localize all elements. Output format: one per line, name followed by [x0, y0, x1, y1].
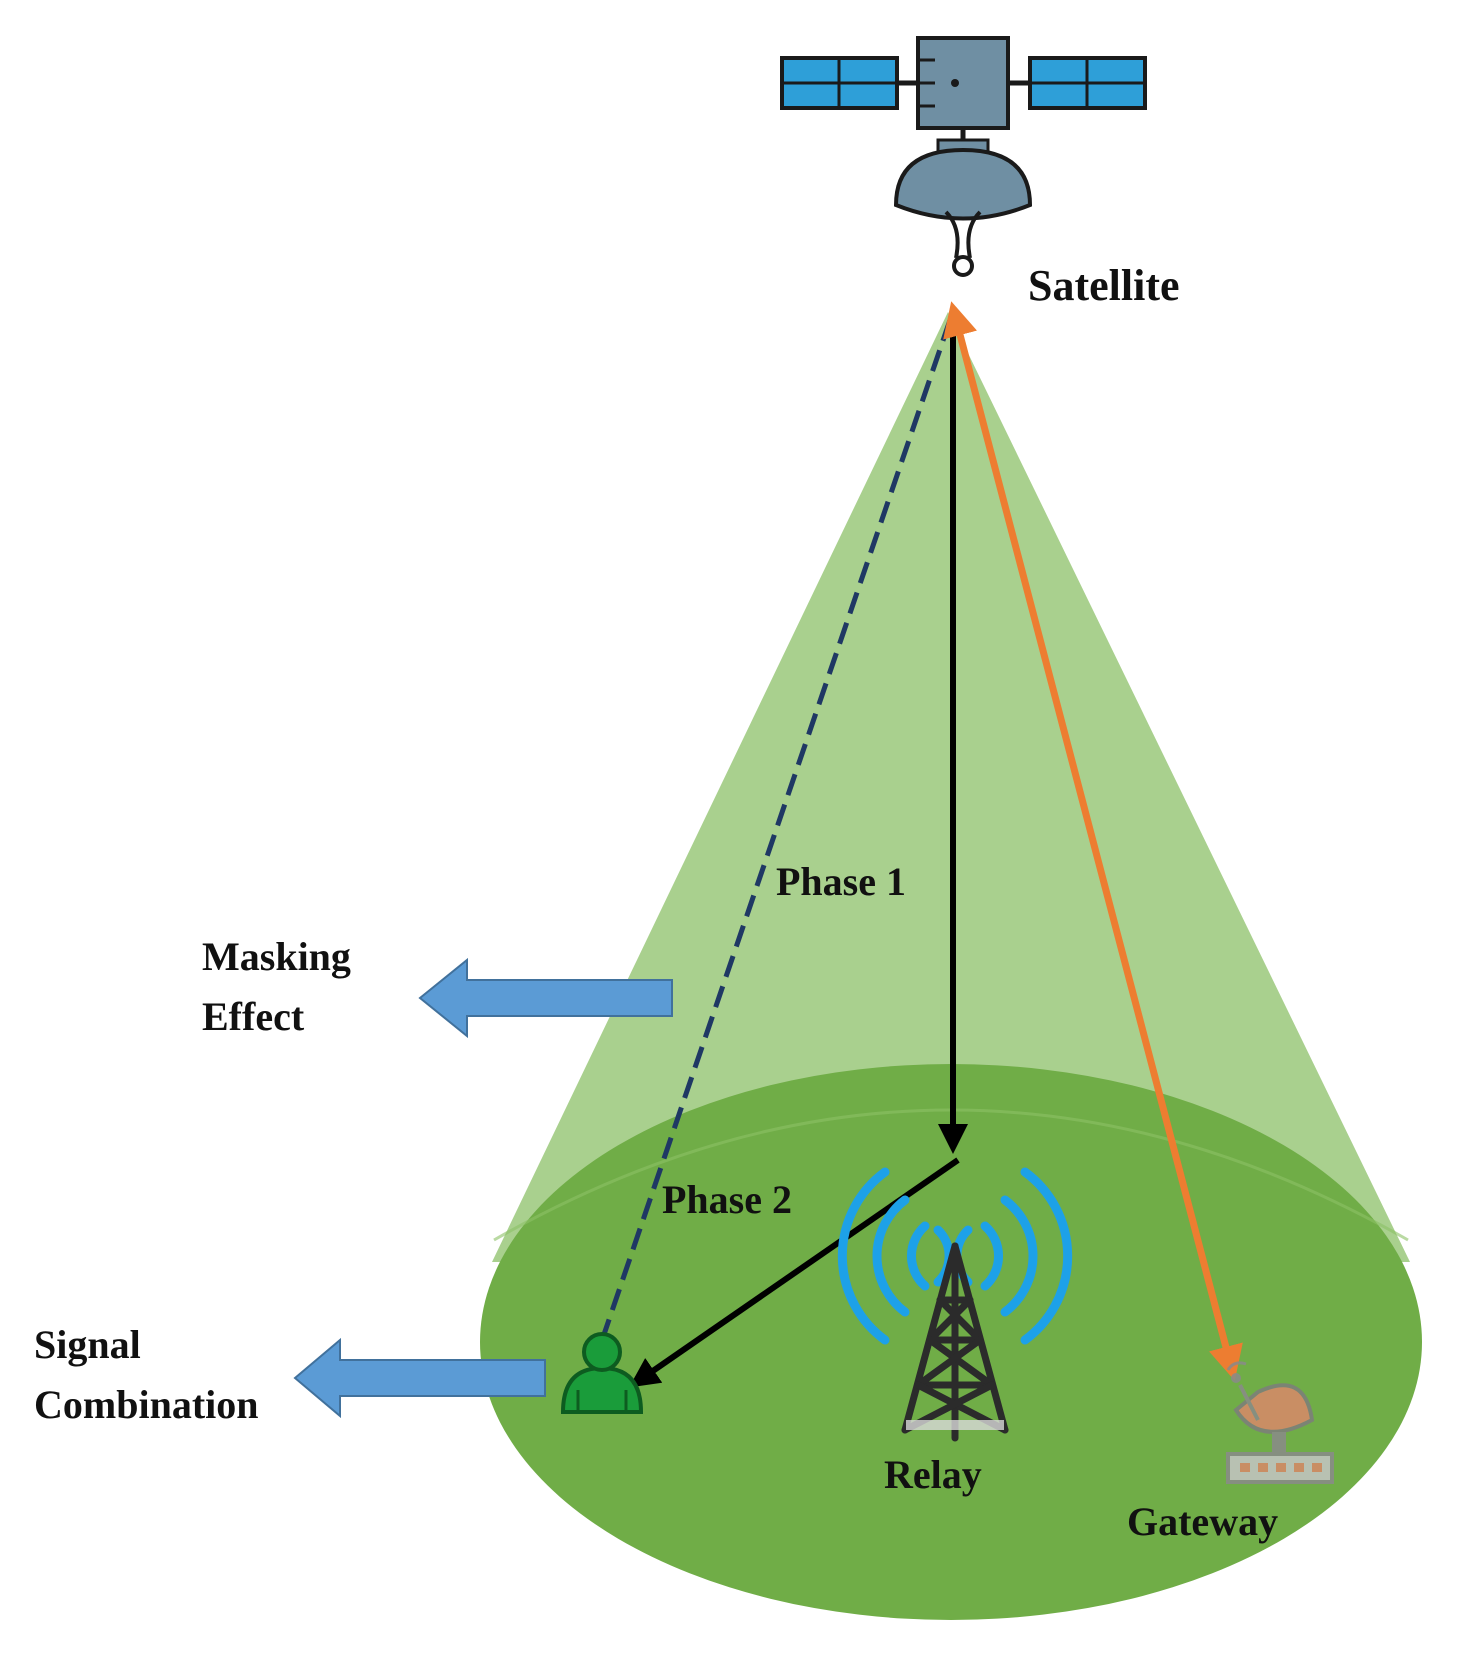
- masked-direct-link: [595, 319, 953, 1353]
- masking-effect-label-line1: Masking: [202, 934, 351, 979]
- user-icon: [560, 1332, 644, 1414]
- signal-combination-label-line2: Combination: [34, 1382, 259, 1427]
- signal-combination-block-arrow: [293, 1337, 546, 1419]
- satellite-dish-icon: [1226, 1361, 1334, 1484]
- satellite-icon: [780, 36, 1147, 277]
- signal-combination-label-line1: Signal: [34, 1322, 141, 1367]
- cell-tower-icon: [837, 1167, 1073, 1442]
- satellite-label: Satellite: [1028, 261, 1180, 310]
- masking-effect-label-line2: Effect: [202, 994, 305, 1039]
- gateway-label: Gateway: [1127, 1499, 1278, 1544]
- relay-label: Relay: [884, 1452, 982, 1497]
- masking-effect-block-arrow: [418, 957, 673, 1039]
- gateway-link-arrow: [943, 301, 1243, 1381]
- phase1-label: Phase 1: [776, 859, 906, 904]
- phase2-label: Phase 2: [662, 1177, 792, 1222]
